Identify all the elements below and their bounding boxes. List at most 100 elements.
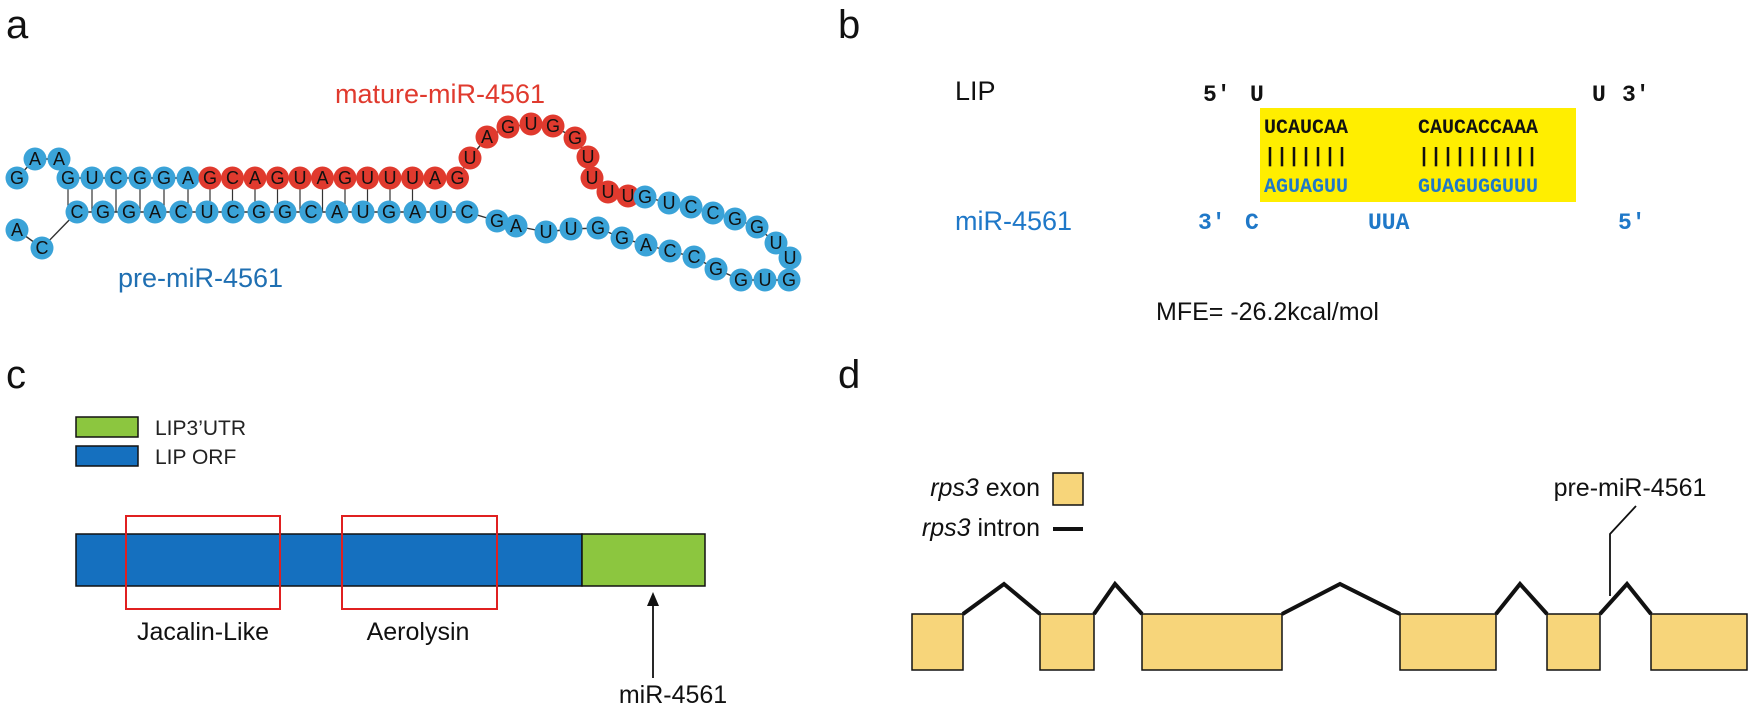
nucleotide: U [534, 220, 558, 244]
nucleotide-circle [504, 214, 528, 238]
nucleotide-circle [596, 180, 620, 204]
nucleotide-circle [266, 166, 289, 190]
nucleotide: G [152, 166, 176, 190]
nucleotide: G [247, 200, 271, 224]
nucleotide: C [701, 201, 725, 225]
nucleotide: C [104, 166, 128, 190]
nucleotide-base: U [201, 202, 214, 222]
target-seq-left: UCAUCAA [1264, 117, 1348, 140]
nucleotide: G [485, 209, 509, 233]
nucleotide-base: A [510, 216, 522, 236]
nucleotide-circle [682, 245, 706, 269]
jacalin-domain-box [125, 515, 281, 610]
nucleotide: G [745, 215, 769, 239]
exon-4 [1399, 613, 1497, 671]
nucleotide-base: U [435, 202, 448, 222]
pairing-right: |||||||||| [1418, 146, 1538, 169]
nucleotide-base: G [546, 116, 560, 136]
nucleotide-circle [764, 231, 788, 255]
legend-exon-label: rps3 exon [930, 474, 1040, 502]
aerolysin-label: Aerolysin [367, 618, 470, 646]
nucleotide-base: G [615, 228, 629, 248]
nucleotide-circle [299, 200, 323, 224]
panel-c: c LIP3’UTR LIP ORF Jacalin-Like Aerolysi… [6, 353, 727, 705]
nucleotide-circle [104, 166, 128, 190]
nucleotide-base: C [664, 241, 677, 261]
nucleotide: U [378, 166, 402, 190]
nucleotide-base: G [734, 270, 748, 290]
nucleotide-circle [30, 236, 54, 260]
nucleotide-base: A [182, 168, 194, 188]
nucleotide-circle [169, 200, 193, 224]
nucleotide: G [704, 257, 728, 281]
nucleotide-base: C [175, 202, 188, 222]
nucleotide: G [56, 166, 80, 190]
nucleotide: U [576, 145, 600, 169]
nucleotide: C [65, 200, 89, 224]
nucleotide-circle [563, 126, 587, 150]
bottom-5-prime: 5' [1618, 210, 1646, 236]
bottom-loop: UUA [1368, 210, 1410, 236]
top-5-prime: 5' [1203, 82, 1231, 108]
nucleotide-base: A [640, 235, 652, 255]
intron-3 [1281, 581, 1401, 616]
nucleotide: A [143, 200, 167, 224]
nucleotide: C [455, 200, 479, 224]
nucleotide: U [80, 166, 104, 190]
nucleotide-circle [778, 246, 802, 270]
nucleotide-base: G [709, 259, 723, 279]
top-bulge-left: U [1250, 82, 1264, 108]
nucleotide-circle [580, 166, 604, 190]
nucleotide-circle [704, 257, 728, 281]
nucleotide-base: C [685, 197, 698, 217]
nucleotide-circle [401, 166, 424, 190]
nucleotide-base: G [338, 168, 352, 188]
nucleotide-base: U [86, 168, 99, 188]
nucleotide-circle [610, 226, 634, 250]
nucleotide-base: G [270, 168, 284, 188]
nucleotide: G [729, 268, 753, 292]
legend-utr-swatch [75, 416, 139, 438]
nucleotide-base: A [429, 168, 441, 188]
nucleotide-circle [356, 166, 379, 190]
nucleotide-circle [273, 200, 297, 224]
nucleotide: U [580, 166, 604, 190]
nucleotide-base: U [361, 168, 374, 188]
nucleotide-base: G [96, 202, 110, 222]
panel-letter-a: a [6, 3, 29, 47]
nucleotide-circle [288, 166, 312, 190]
nucleotide-base: G [278, 202, 292, 222]
intron-2 [1092, 580, 1144, 616]
utr-bar [581, 533, 706, 587]
exon-1 [911, 613, 964, 671]
panel-letter-c: c [6, 353, 26, 397]
nucleotide: C [221, 166, 244, 190]
nucleotide-circle [586, 216, 610, 240]
nucleotide-base: U [525, 114, 538, 134]
nucleotide: C [221, 200, 245, 224]
nucleotide-circle [633, 185, 657, 209]
nucleotide-circle [519, 112, 543, 136]
nucleotide: A [475, 125, 499, 149]
nucleotide-circle [403, 200, 427, 224]
nucleotide-circle [576, 145, 600, 169]
nucleotide-base: U [540, 222, 553, 242]
nucleotide-circle [152, 166, 176, 190]
nucleotide-base: U [565, 219, 578, 239]
nucleotide-base: U [622, 186, 635, 206]
nucleotide: A [23, 147, 47, 171]
nucleotide: A [243, 166, 267, 190]
nucleotide-circle [333, 166, 357, 190]
nucleotide-base: G [490, 211, 504, 231]
intron-4 [1494, 580, 1549, 616]
nucleotide-circle [701, 201, 725, 225]
nucleotide-circle [5, 166, 29, 190]
orf-bar [75, 533, 583, 587]
nucleotide: U [657, 191, 681, 215]
nucleotide-base: A [316, 168, 328, 188]
nucleotide: U [778, 246, 802, 270]
nucleotide: C [658, 239, 682, 263]
panel-d: d rps3 exon rps3 intron pre-miR-4561 [838, 353, 1748, 671]
nucleotide-circle [458, 146, 482, 170]
panel-b: b LIP miR-4561 5' U U 3' UCAUCAA CAUCACC… [838, 3, 1650, 326]
